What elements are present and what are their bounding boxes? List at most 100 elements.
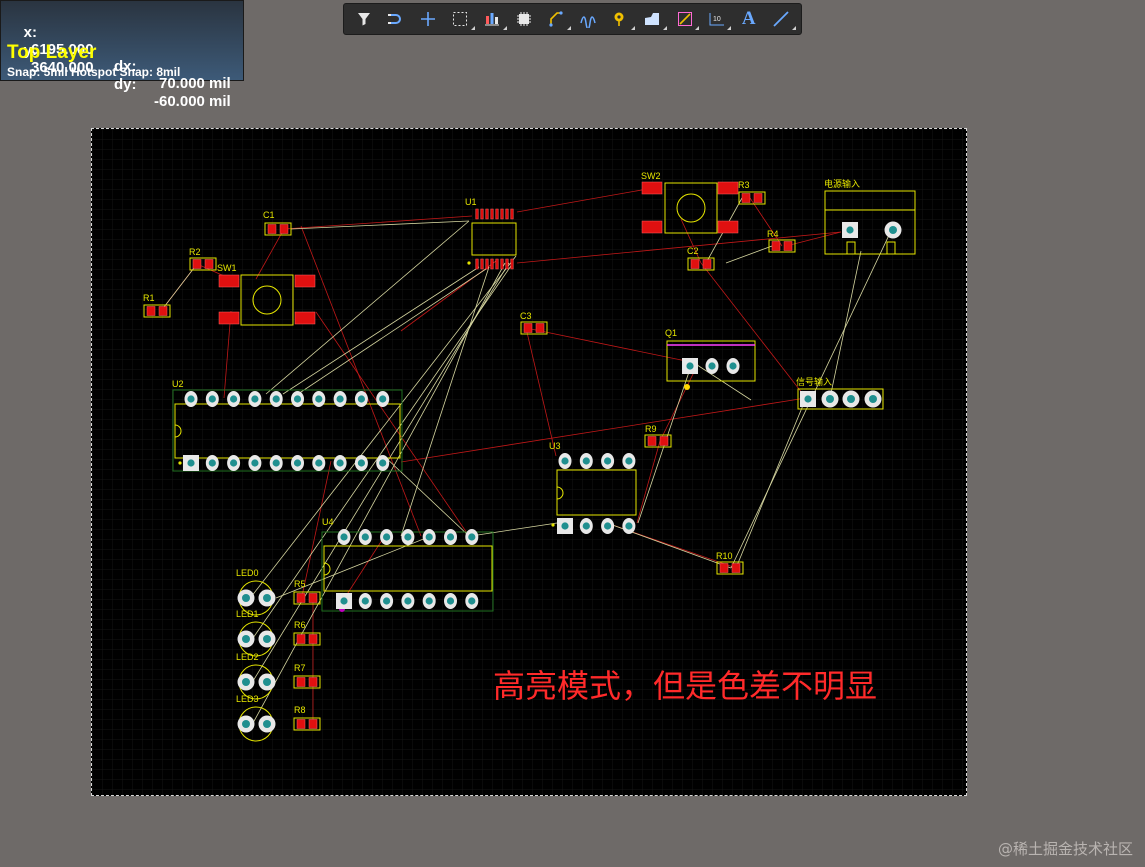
pad-c1-2 bbox=[279, 224, 289, 234]
pad-r9-2 bbox=[659, 436, 669, 446]
select-area-button[interactable] bbox=[448, 7, 475, 31]
diff-pair-button[interactable] bbox=[577, 7, 601, 31]
interactive-select-button[interactable] bbox=[384, 7, 408, 31]
pad-u2-1 bbox=[183, 455, 199, 471]
pad-r8-2 bbox=[308, 719, 318, 729]
u4-notch bbox=[323, 562, 331, 576]
designator-led0: LED0 bbox=[236, 568, 259, 578]
pad-sw2-1 bbox=[641, 181, 663, 195]
designator-signal: 信号输入 bbox=[796, 376, 832, 387]
footprint-c2 bbox=[687, 257, 715, 271]
ratsnest-line bbox=[343, 536, 385, 600]
pad-sw2-4 bbox=[717, 220, 739, 234]
pad-u2-top bbox=[333, 391, 347, 407]
pad-u4-top bbox=[444, 529, 457, 545]
designator-c1: C1 bbox=[263, 210, 275, 220]
pad-sw1-3 bbox=[218, 311, 240, 325]
pad-r2-2 bbox=[204, 259, 214, 269]
u3-pin1-marker bbox=[551, 523, 555, 527]
route-button[interactable] bbox=[544, 7, 572, 31]
place-fill-button[interactable] bbox=[673, 7, 700, 31]
current-layer: Top Layer bbox=[7, 42, 97, 63]
ratsnest-line bbox=[400, 266, 490, 537]
designator-led1: LED1 bbox=[236, 609, 259, 619]
x-value: 6195.000 bbox=[31, 41, 94, 58]
pad-u2-top bbox=[269, 391, 283, 407]
via-button[interactable] bbox=[609, 7, 636, 31]
pad-r9-1 bbox=[647, 436, 657, 446]
dx-value: 70.000 mil bbox=[159, 75, 231, 92]
pad-r4-2 bbox=[783, 241, 793, 251]
ratsnest-line bbox=[252, 262, 510, 682]
pad-u2-bottom bbox=[269, 455, 283, 471]
pad-sw2-2 bbox=[717, 181, 739, 195]
pad-u2-top bbox=[312, 391, 326, 407]
line-icon bbox=[773, 11, 789, 27]
footprint-q1 bbox=[666, 340, 756, 382]
pad-signal bbox=[821, 390, 839, 408]
pad-r10-1 bbox=[719, 563, 729, 573]
pad-u4-top bbox=[358, 529, 372, 545]
diff-pair-icon bbox=[580, 16, 597, 28]
pcb-toolbar: 10 A bbox=[343, 3, 802, 35]
pad-c2-1 bbox=[690, 259, 700, 269]
designator-u4: U4 bbox=[322, 517, 334, 527]
place-component-button[interactable] bbox=[512, 7, 536, 31]
sw2-button-outline bbox=[676, 193, 706, 223]
pad-u1-bottom bbox=[495, 258, 499, 270]
pad-u1-bottom bbox=[510, 258, 514, 270]
pcb-canvas[interactable]: C1R2R1SW1U1SW2R3R4C2C3电源输入Q1信号输入U2R9U3U4… bbox=[92, 129, 966, 795]
text-button[interactable]: A bbox=[737, 7, 761, 31]
pad-led2-a bbox=[237, 673, 255, 691]
crosshair-button[interactable] bbox=[416, 7, 440, 31]
u2-notch bbox=[174, 424, 182, 438]
align-button[interactable] bbox=[480, 7, 507, 31]
pad-led2-k bbox=[258, 673, 276, 691]
footprint-r9 bbox=[644, 434, 672, 448]
pad-u3-bottom bbox=[579, 518, 593, 534]
pad-u3-bottom bbox=[622, 518, 636, 534]
pad-u1-bottom bbox=[500, 258, 504, 270]
ratsnest-line bbox=[829, 250, 862, 399]
pad-u3-top bbox=[622, 453, 636, 469]
footprint-r10 bbox=[716, 561, 744, 575]
line-button[interactable] bbox=[769, 7, 796, 31]
pad-u4-bottom bbox=[380, 593, 394, 609]
pad-u4-top bbox=[380, 529, 394, 545]
designator-q1: Q1 bbox=[665, 328, 677, 338]
dimension-button[interactable]: 10 bbox=[705, 7, 732, 31]
designator-u1: U1 bbox=[465, 197, 477, 207]
pad-u2-top bbox=[248, 391, 262, 407]
footprint-sw2 bbox=[664, 182, 718, 234]
svg-text:10: 10 bbox=[713, 16, 721, 23]
pads-layer bbox=[146, 181, 902, 733]
dimension-icon: 10 bbox=[709, 13, 724, 26]
pad-sw1-1 bbox=[218, 274, 240, 288]
u2-pin1-marker bbox=[178, 461, 182, 465]
footprint-power-input bbox=[824, 190, 916, 255]
designator-r7: R7 bbox=[294, 663, 306, 673]
x-label: x: bbox=[23, 24, 38, 41]
pad-r4-1 bbox=[771, 241, 781, 251]
ratsnest-line bbox=[250, 255, 517, 598]
pad-q1-2 bbox=[705, 358, 719, 374]
ratsnest-line bbox=[470, 522, 558, 537]
polygon-button[interactable] bbox=[641, 7, 668, 31]
pad-u1-top bbox=[505, 208, 509, 220]
pad-u4-1 bbox=[336, 593, 352, 609]
footprint-u4 bbox=[323, 545, 493, 592]
designator-u3: U3 bbox=[549, 441, 561, 451]
pad-c3-2 bbox=[535, 323, 545, 333]
pad-sw1-4 bbox=[294, 311, 316, 325]
ratsnest-line bbox=[282, 266, 480, 395]
designator-u2: U2 bbox=[172, 379, 184, 389]
pad-signal bbox=[842, 390, 860, 408]
ratsnest-line bbox=[223, 310, 232, 399]
pad-u3-bottom bbox=[601, 518, 615, 534]
footprint-r3 bbox=[738, 191, 766, 205]
ratsnest-line bbox=[525, 327, 557, 457]
filter-button[interactable] bbox=[352, 7, 376, 31]
pad-sw1-2 bbox=[294, 274, 316, 288]
pad-u1-top bbox=[490, 208, 494, 220]
